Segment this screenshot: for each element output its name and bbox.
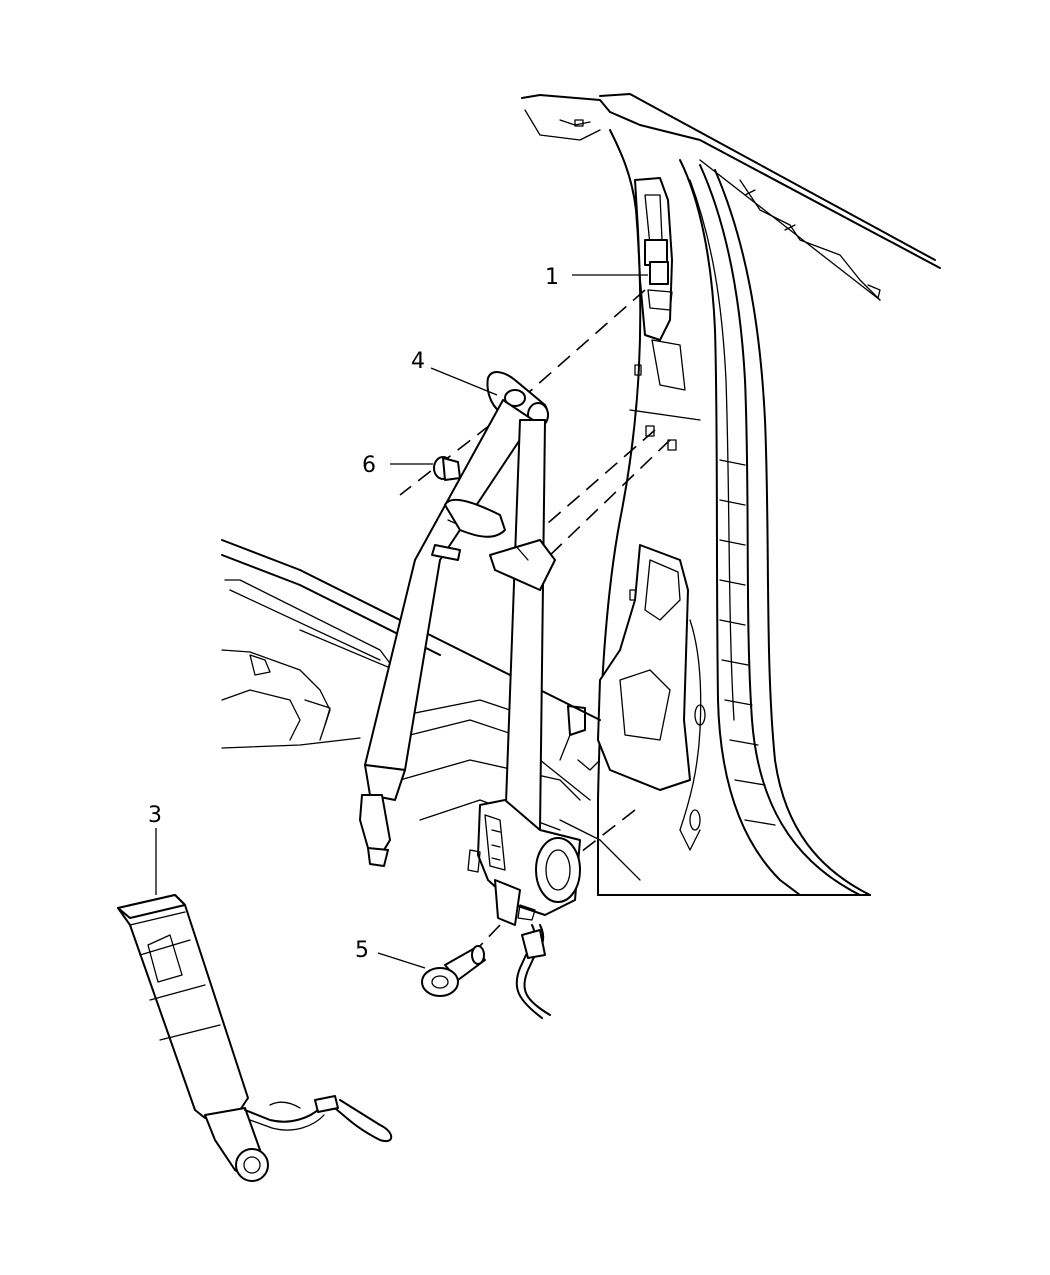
push-pin-clip xyxy=(433,456,461,481)
b-pillar xyxy=(559,129,871,896)
seat-belt-webbing xyxy=(359,371,556,867)
callout-4: 4 xyxy=(411,349,425,374)
anchor-bolt xyxy=(421,945,486,997)
callout-3: 3 xyxy=(148,803,162,828)
callout-6: 6 xyxy=(362,453,376,478)
callout-1: 1 xyxy=(545,265,559,290)
roof-rail xyxy=(521,93,941,301)
leader-lines xyxy=(155,274,648,969)
retractor-harness xyxy=(515,924,551,1019)
seat-belt-retractor xyxy=(467,799,581,926)
callouts: 1 3 4 5 6 xyxy=(148,265,559,963)
seat-belt-buckle xyxy=(117,894,393,1182)
callout-5: 5 xyxy=(355,938,369,963)
